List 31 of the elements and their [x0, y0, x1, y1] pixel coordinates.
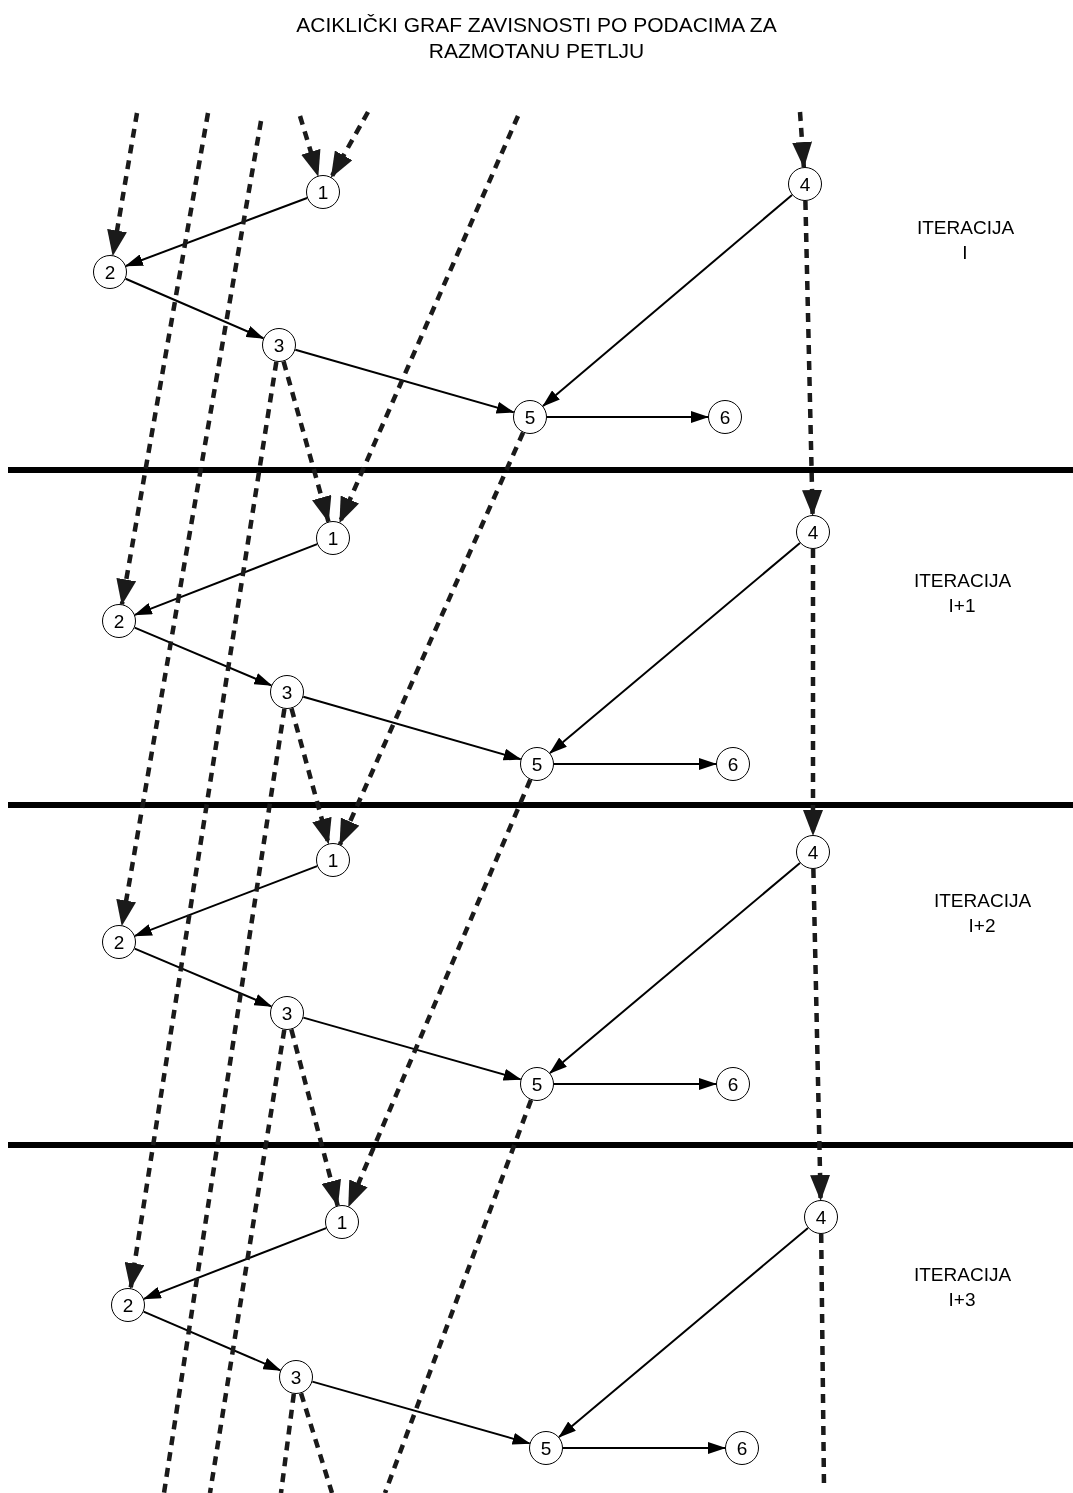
dashed-arrow: [116, 112, 211, 606]
dashed-arrow: [289, 707, 332, 845]
dashed-arrow: [329, 110, 370, 179]
diagram-title: ACIKLIČKI GRAF ZAVISNOSTI PO PODACIMA ZA RAZMOTANU PETLJU: [295, 12, 778, 64]
dashed-arrow: [116, 120, 264, 927]
dashed-arrow: [337, 431, 526, 846]
iteration-label: ITERACIJA I+1: [913, 569, 1011, 618]
dashed-arrow: [810, 868, 831, 1201]
iteration-label: ITERACIJA I+2: [933, 889, 1031, 938]
arrow: [553, 758, 717, 770]
dashed-arrow: [124, 361, 279, 1290]
arrow: [541, 194, 794, 407]
arrow: [294, 348, 515, 414]
iteration-label: ITERACIJA I+3: [913, 1263, 1011, 1312]
dashed-arrow: [803, 549, 823, 836]
arrow: [549, 861, 801, 1075]
arrow: [302, 1016, 522, 1081]
iteration-label: ITERACIJA I: [916, 216, 1014, 265]
arrow: [311, 1380, 531, 1445]
dashed-arrow: [792, 111, 813, 169]
arrow: [549, 541, 801, 755]
dashed-arrow: [107, 112, 140, 257]
arrow: [558, 1226, 809, 1439]
dashed-arrow: [289, 1028, 341, 1207]
arrow: [562, 1442, 726, 1454]
dashed-arrow: [802, 200, 823, 516]
dashed-arrow: [297, 115, 321, 177]
dashed-arrow: [281, 360, 332, 523]
arrow: [553, 1078, 717, 1090]
arrow: [546, 411, 709, 423]
arrow: [302, 695, 522, 761]
